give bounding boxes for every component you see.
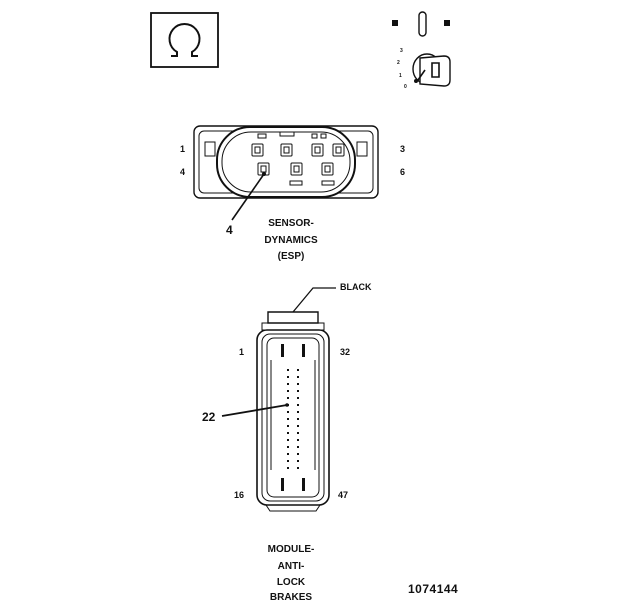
- abs-caption-line-2: ANTI-: [278, 561, 305, 572]
- abs-module-connector: [221, 287, 336, 512]
- figure-number: 1074144: [408, 582, 458, 596]
- pin-cavity: [332, 143, 345, 157]
- abs-caption-line-1: MODULE-: [268, 544, 315, 555]
- svg-text:3: 3: [400, 48, 403, 54]
- ignition-key-off-icon: 3 2 1 0: [392, 11, 451, 90]
- pin-label-6: 6: [400, 167, 405, 177]
- sensor-caption-line-2: DYNAMICS: [264, 235, 318, 246]
- abs-caption-line-4: BRAKES: [270, 592, 313, 600]
- sensor-caption-line-1: SENSOR-: [268, 218, 314, 229]
- pin-label-32: 32: [340, 347, 350, 357]
- pin-cavity: [290, 162, 303, 176]
- pin-cavity: [321, 162, 334, 176]
- pin-label-1: 1: [180, 144, 185, 154]
- callout-pin-4: 4: [226, 223, 233, 237]
- sensor-dynamics-connector: [193, 125, 379, 221]
- pin-cavity: [311, 143, 324, 157]
- pin-label-3: 3: [400, 144, 405, 154]
- pin-label-1-abs: 1: [239, 347, 244, 357]
- pin-label-47: 47: [338, 490, 348, 500]
- pin-label-4: 4: [180, 167, 185, 177]
- svg-text:0: 0: [404, 84, 407, 90]
- abs-caption-line-3: LOCK: [277, 577, 306, 588]
- connector-color-label: BLACK: [340, 282, 372, 292]
- ohmmeter-icon: [150, 12, 219, 68]
- svg-text:2: 2: [397, 60, 400, 66]
- pin-cavity: [251, 143, 264, 157]
- sensor-caption-line-3: (ESP): [278, 251, 305, 262]
- callout-pin-22: 22: [202, 410, 216, 424]
- pin-label-16: 16: [234, 490, 244, 500]
- pin-cavity-column-right: [297, 369, 299, 469]
- pin-cavity-column-left: [287, 369, 289, 469]
- svg-text:1: 1: [399, 73, 402, 79]
- pin-cavity: [280, 143, 293, 157]
